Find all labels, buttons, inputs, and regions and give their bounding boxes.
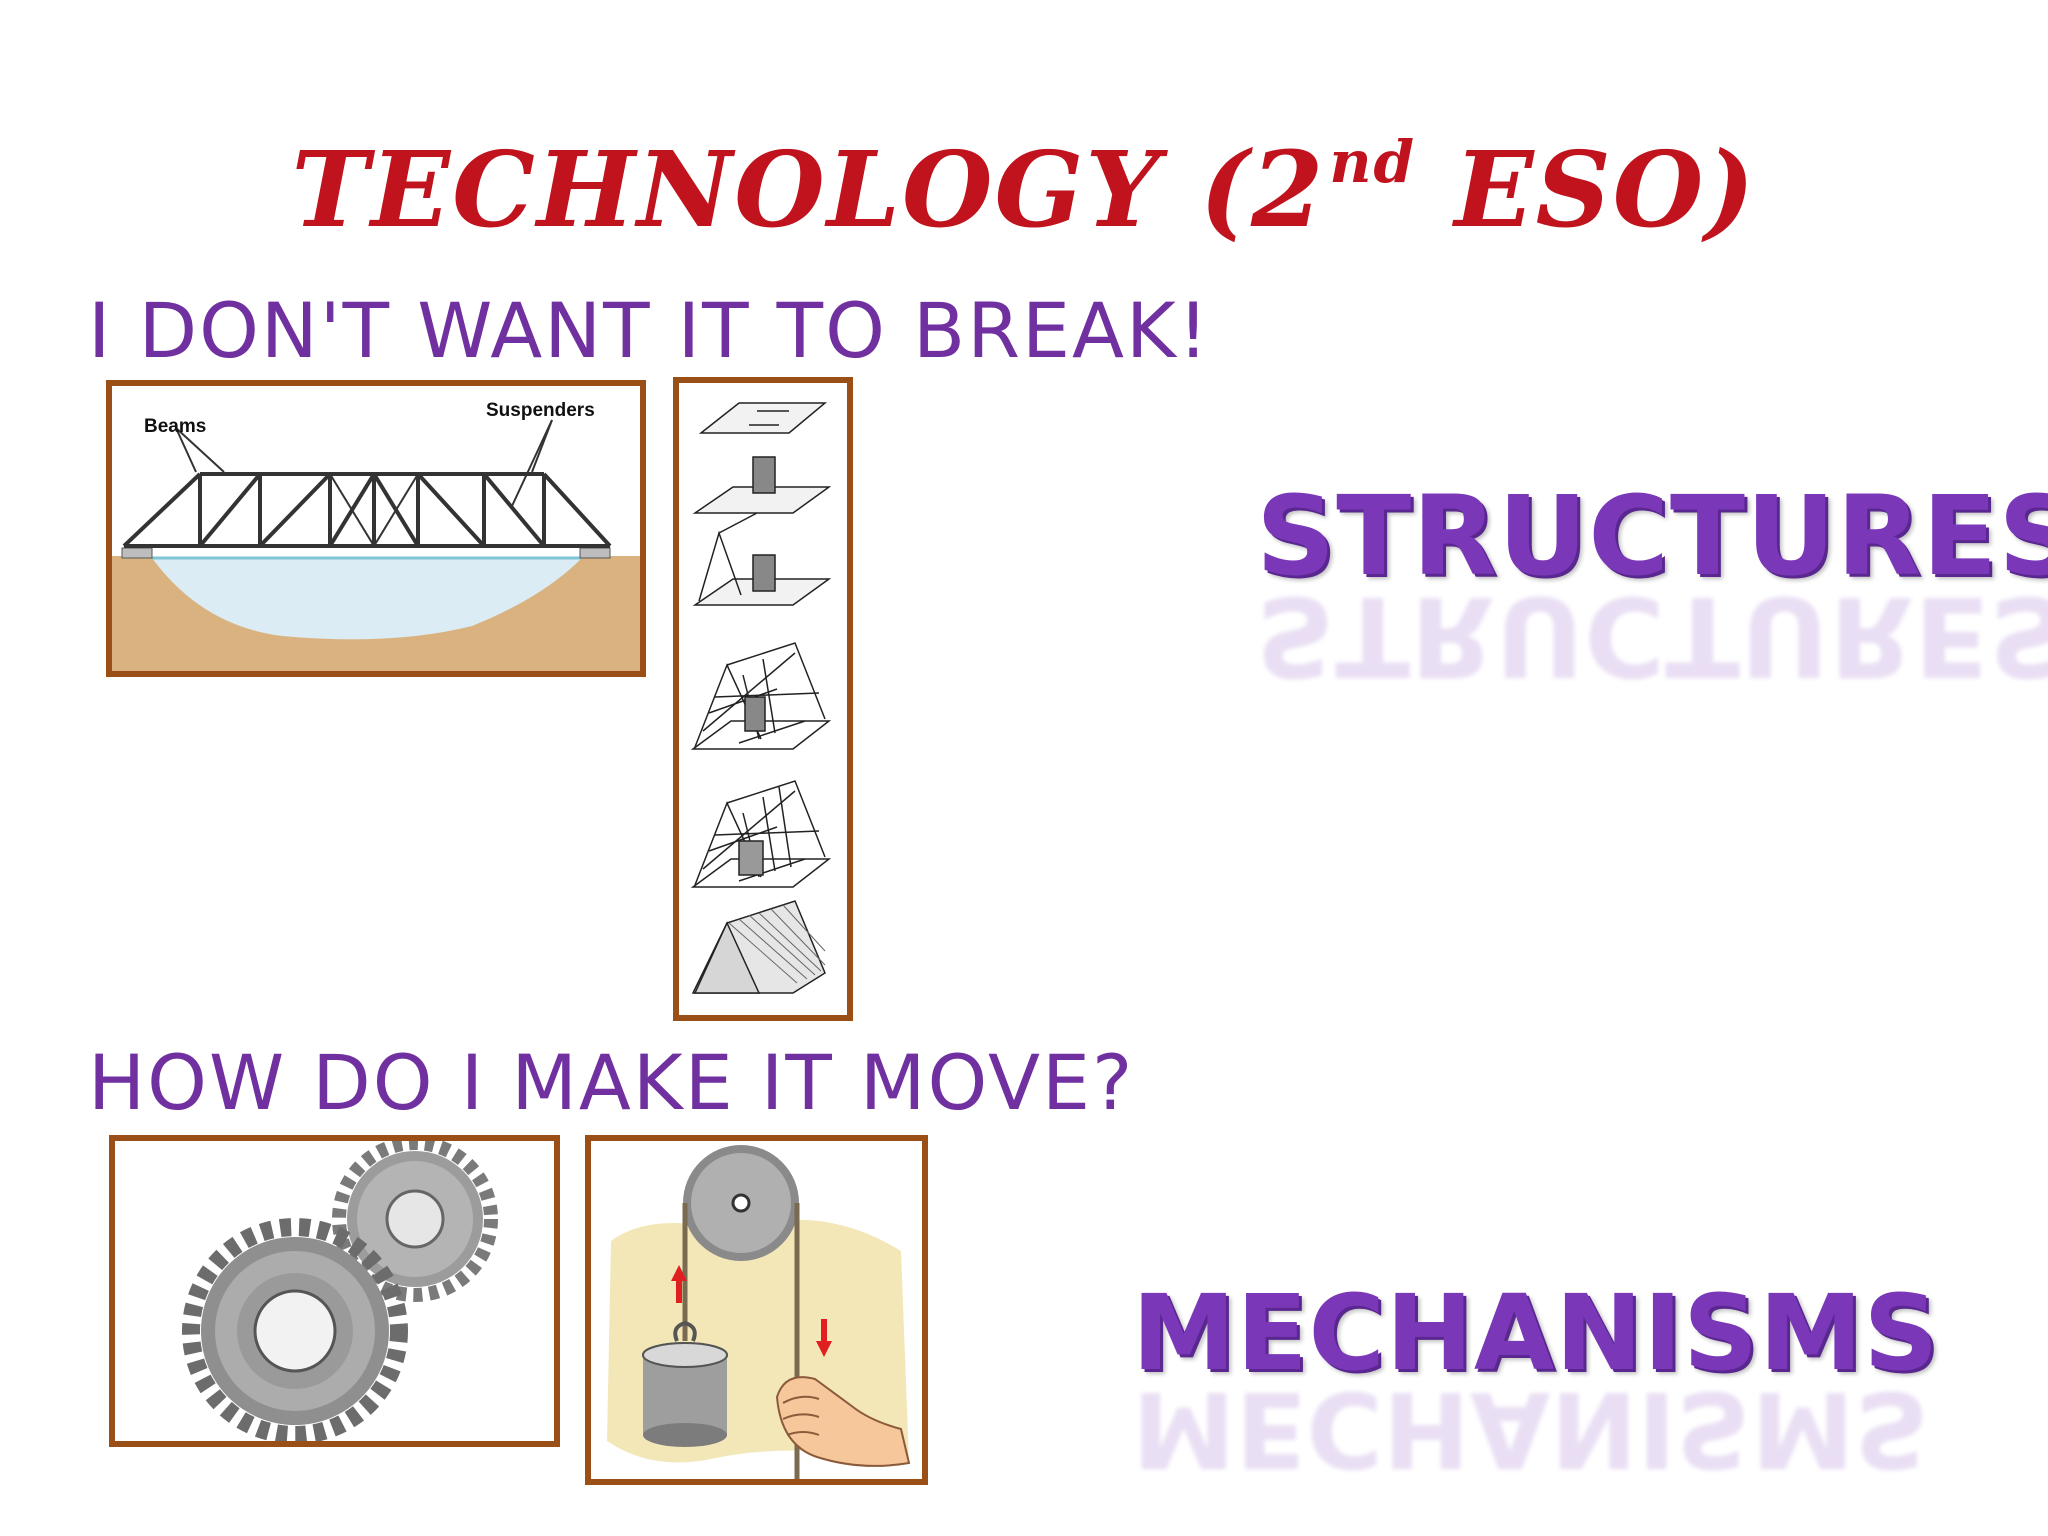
bridge-image: Beams Suspenders xyxy=(106,380,646,677)
structures-label-reflection: STRUCTURES xyxy=(1256,572,2048,700)
gears-illustration xyxy=(182,1141,498,1441)
pulley-illustration xyxy=(607,1145,911,1479)
suspenders-label: Suspenders xyxy=(486,400,595,421)
truss-bridge-illustration: Beams Suspenders xyxy=(112,400,640,671)
structures-question: I DON'T WANT IT TO BREAK! xyxy=(88,286,1211,375)
mechanisms-question: HOW DO I MAKE IT MOVE? xyxy=(88,1038,1135,1127)
gears-image xyxy=(109,1135,560,1447)
beams-label: Beams xyxy=(144,416,206,437)
truss-sequence-image xyxy=(673,377,853,1021)
mechanisms-label: MECHANISMS xyxy=(1132,1272,1940,1394)
triangular-truss-sequence-illustration xyxy=(690,402,832,994)
structures-label: STRUCTURES xyxy=(1256,472,2048,600)
pulley-image xyxy=(585,1135,928,1485)
mechanisms-label-reflection: MECHANISMS xyxy=(1132,1368,1930,1490)
slide-title: TECHNOLOGY (2nd ESO) xyxy=(291,128,1757,251)
